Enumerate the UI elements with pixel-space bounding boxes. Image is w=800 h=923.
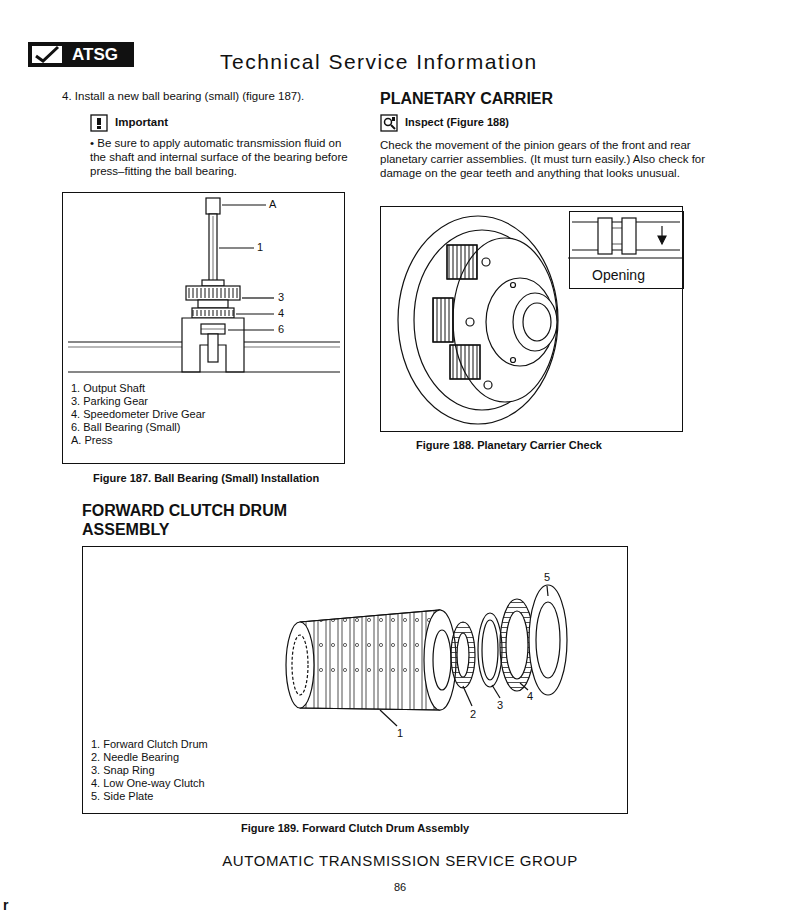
logo-text: ATSG: [72, 45, 118, 65]
legend-line: 4. Speedometer Drive Gear: [71, 408, 206, 421]
inspect-icon: [381, 115, 397, 131]
footer-text: AUTOMATIC TRANSMISSION SERVICE GROUP: [0, 852, 800, 870]
callout-number: 3: [497, 699, 503, 712]
legend-line: 3. Parking Gear: [71, 395, 148, 408]
note-heading: Important: [115, 116, 168, 130]
body-text: Check the movement of the pinion gears o…: [380, 139, 725, 180]
press-illustration: [68, 198, 340, 372]
margin-mark: r: [3, 897, 8, 914]
section-heading: FORWARD CLUTCH DRUM ASSEMBLY: [82, 501, 312, 539]
page-number: 86: [0, 881, 800, 894]
important-icon: [91, 115, 107, 131]
figure-caption: Figure 187. Ball Bearing (Small) Install…: [93, 472, 319, 485]
legend-line: 3. Snap Ring: [91, 764, 155, 777]
callout-number: 4: [527, 690, 533, 703]
logo: [28, 42, 134, 67]
figure-frame: 1. Forward Clutch Drum2. Needle Bearing3…: [82, 546, 628, 814]
legend-line: 1. Output Shaft: [71, 382, 145, 395]
callout-letter: A: [269, 198, 276, 211]
callout-number: 4: [278, 307, 284, 320]
inset-box: Opening: [569, 211, 684, 289]
callout-number: 6: [278, 323, 284, 336]
legend-line: A. Press: [71, 434, 113, 447]
legend-line: 2. Needle Bearing: [91, 751, 179, 764]
figure-frame: Figure 188. Planetary Carrier CheckOpeni…: [380, 206, 683, 432]
legend-line: 1. Forward Clutch Drum: [91, 738, 208, 751]
clutch-drum-illustration: [286, 585, 567, 726]
carrier-illustration: [398, 216, 683, 424]
callout-number: 3: [278, 291, 284, 304]
section-heading: PLANETARY CARRIER: [380, 89, 553, 108]
page-title: Technical Service Information: [220, 49, 538, 74]
figure-frame: 1. Output Shaft3. Parking Gear4. Speedom…: [62, 192, 345, 464]
callout-number: 1: [397, 727, 403, 740]
figure-caption: Figure 189. Forward Clutch Drum Assembly: [241, 822, 469, 835]
legend-line: 4. Low One-way Clutch: [91, 777, 205, 790]
callout-number: 2: [470, 708, 476, 721]
legend-line: 5. Side Plate: [91, 790, 153, 803]
legend-line: 6. Ball Bearing (Small): [71, 421, 180, 434]
callout-number: 5: [544, 571, 550, 584]
note-heading: Inspect (Figure 188): [405, 116, 509, 129]
note-text: • Be sure to apply automatic transmissio…: [90, 137, 352, 178]
callout-number: 1: [257, 241, 263, 254]
step-text: 4. Install a new ball bearing (small) (f…: [62, 90, 304, 104]
legend-line: Opening: [592, 267, 645, 284]
figure-caption: Figure 188. Planetary Carrier Check: [416, 439, 602, 452]
